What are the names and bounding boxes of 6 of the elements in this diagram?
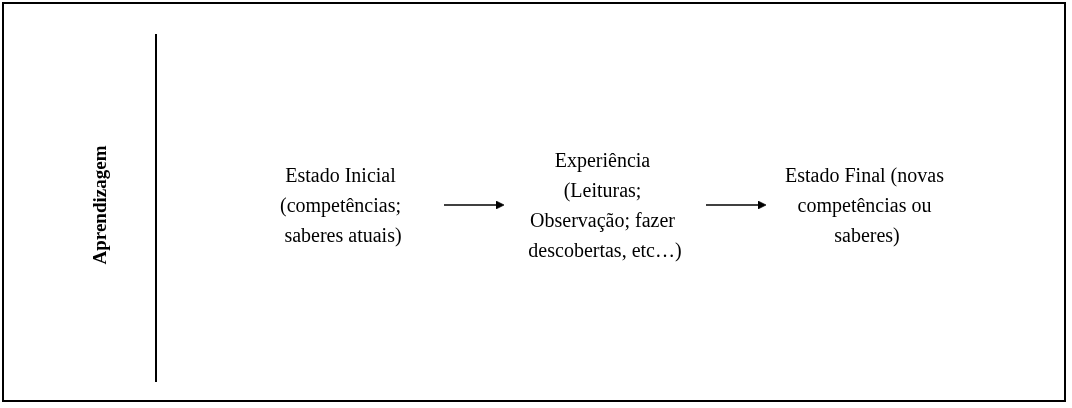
arrow <box>443 200 505 210</box>
node-text: Estado Final (novas competências ou saberes) <box>785 164 944 246</box>
side-label: Aprendizagem <box>89 145 111 265</box>
arrow <box>705 200 767 210</box>
node-text: Estado Inicial (competências; saberes atuais) <box>279 164 402 246</box>
node-text: Experiência (Leituras; Observação; fazer descobertas, etc…) <box>528 149 682 261</box>
